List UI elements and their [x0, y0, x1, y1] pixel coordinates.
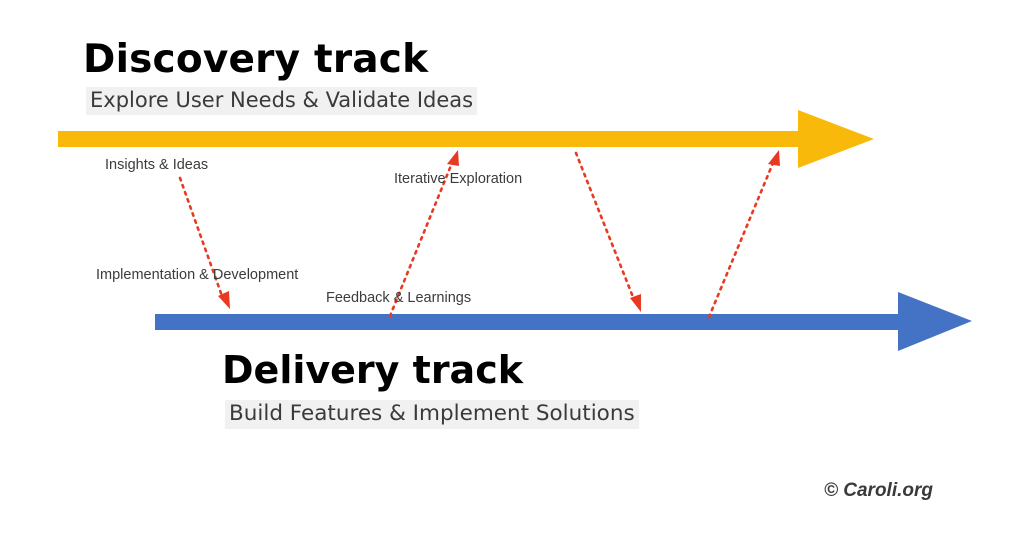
connector-insights-to-delivery: [178, 176, 230, 309]
dotted-connector-line: [388, 161, 454, 318]
connector-feedback-to-discovery: [388, 150, 459, 318]
connector-discovery-to-delivery: [574, 151, 641, 312]
delivery-arrow-shaft: [155, 314, 905, 330]
feedback-learnings-label: Feedback & Learnings: [326, 290, 472, 306]
arrowhead-down-icon: [630, 294, 641, 312]
arrowhead-down-icon: [218, 291, 230, 309]
delivery-track-title: Delivery track: [222, 348, 523, 392]
dotted-connector-line: [707, 161, 775, 319]
discovery-track-subtitle: Explore User Needs & Validate Ideas: [86, 87, 478, 116]
delivery-track-subtitle: Build Features & Implement Solutions: [225, 400, 639, 429]
delivery-arrow-head: [898, 292, 972, 351]
arrowhead-up-icon: [447, 150, 459, 166]
iterative-exploration-label: Iterative Exploration: [394, 171, 523, 187]
delivery-track-arrow: [155, 292, 972, 351]
copyright-notice: © Caroli.org: [823, 480, 933, 501]
discovery-arrow-shaft: [58, 131, 803, 147]
arrowhead-up-icon: [768, 150, 780, 166]
discovery-track-arrow: [58, 110, 874, 168]
connector-delivery-to-discovery: [707, 150, 780, 319]
implementation-development-label: Implementation & Development: [96, 267, 299, 283]
dotted-connector-line: [178, 176, 224, 298]
dotted-connector-line: [574, 151, 635, 299]
discovery-arrow-head: [798, 110, 874, 168]
discovery-track-title: Discovery track: [83, 37, 429, 82]
insights-ideas-label: Insights & Ideas: [105, 157, 209, 173]
